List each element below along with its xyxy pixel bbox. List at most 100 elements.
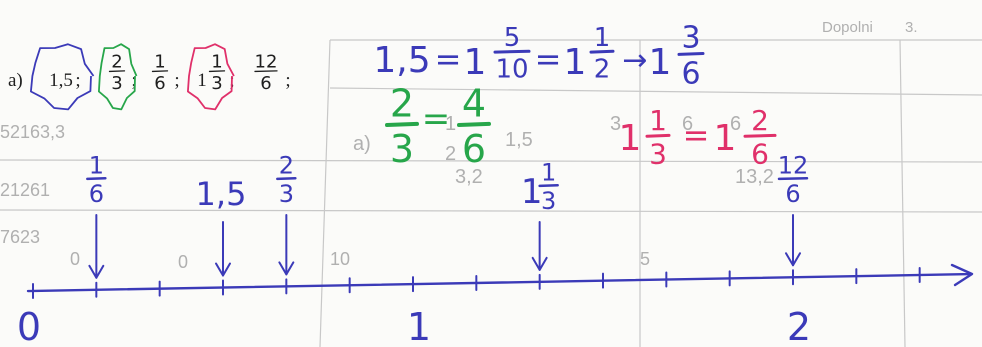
bg-number: 1: [445, 113, 456, 135]
fraction-numerator: 1: [89, 151, 104, 179]
bg-number: 6: [682, 113, 693, 135]
fraction-bar: [108, 70, 126, 73]
printed-fraction: 23: [108, 51, 126, 94]
fraction-denominator: 6: [681, 57, 700, 92]
bg-fragment: 7623: [0, 227, 40, 247]
background-rule: [319, 39, 331, 347]
background-table-lines: [0, 39, 982, 347]
fraction-numerator: 4: [462, 81, 486, 125]
green-fraction: 23: [385, 81, 419, 171]
marker-fraction: 16: [86, 151, 107, 208]
marker-arrowhead-icon: [215, 262, 231, 277]
marker-decimal: 1,5: [196, 175, 247, 213]
printed-separator: ;: [75, 70, 80, 91]
bg-number: 3,2: [455, 166, 483, 188]
fraction-denominator: 6: [462, 127, 486, 171]
fraction-numerator: 1: [649, 104, 667, 137]
marker-arrowhead-icon: [531, 256, 548, 271]
printed-fraction: 126: [254, 51, 278, 94]
number-line-marker: 1,5: [196, 175, 247, 277]
printed-mixed-fraction: 13: [208, 51, 226, 94]
fraction-numerator: 5: [504, 23, 521, 53]
bg-number: 2: [445, 143, 456, 165]
fraction-bar: [276, 176, 297, 181]
mixed-whole: 1: [464, 42, 487, 83]
equals-sign: =: [422, 99, 451, 139]
fraction-numerator: 1: [541, 158, 556, 186]
bg-number: 10: [330, 249, 350, 269]
printed-decimal: 1,5: [49, 70, 73, 91]
marker-arrowhead-icon: [88, 264, 105, 279]
printed-separator: ;: [174, 70, 179, 91]
fraction-bar: [645, 133, 671, 138]
fraction-bar: [457, 121, 491, 128]
fraction-bar: [538, 183, 559, 188]
fraction-numerator: 12: [255, 51, 278, 72]
bg-number: 0: [70, 249, 80, 269]
circle-green: [98, 43, 138, 111]
fraction-bar: [86, 176, 107, 181]
background-rule: [899, 39, 906, 347]
arrowhead-icon: [950, 263, 974, 287]
fraction-numerator: 2: [751, 104, 769, 137]
fraction-denominator: 6: [260, 73, 271, 94]
fraction-bar: [208, 70, 226, 73]
fraction-denominator: 6: [89, 180, 104, 208]
number-line-marker: 113: [521, 158, 559, 271]
bg-task-number: 3.: [905, 19, 918, 36]
fraction-bar: [677, 52, 705, 56]
task-row-label: a): [8, 70, 23, 91]
marker-mixed-fraction: 13: [538, 158, 559, 215]
fraction-bar: [777, 176, 809, 181]
marker-arrowhead-icon: [785, 252, 801, 267]
number-line-marker: 126: [777, 151, 809, 267]
equals-sign: =: [435, 40, 462, 78]
number-line-marker: 16: [86, 151, 107, 279]
bg-number: 3: [610, 113, 621, 135]
printed-mixed-whole: 1: [197, 70, 207, 91]
number-line-label: 1: [407, 305, 431, 347]
background-rule: [329, 87, 982, 96]
printed-fraction: 16: [151, 51, 169, 94]
number-line-label: 0: [17, 305, 41, 347]
fraction-numerator: 3: [681, 21, 700, 56]
fraction-bar: [493, 49, 531, 54]
fraction-denominator: 6: [751, 137, 769, 170]
fraction-denominator: 10: [495, 54, 528, 84]
marker-arrowhead-icon: [278, 261, 295, 276]
fraction-denominator: 3: [541, 187, 556, 215]
fraction-numerator: 1: [154, 51, 165, 72]
mixed-fraction: 510: [493, 23, 531, 84]
fraction-denominator: 2: [594, 54, 611, 84]
bg-number: 0: [178, 252, 188, 272]
background-rule: [0, 159, 982, 163]
fraction-numerator: 2: [390, 81, 414, 125]
mixed-fraction: 26: [743, 104, 777, 170]
fraction-numerator: 2: [279, 151, 294, 179]
equals-sign: =: [535, 40, 562, 78]
circle-pink: [187, 43, 235, 111]
marker-fraction: 23: [276, 151, 297, 208]
bg-fragment: 21261: [0, 180, 50, 200]
fraction-bar: [743, 133, 777, 138]
fraction-numerator: 1: [211, 51, 222, 72]
mixed-fraction: 36: [677, 21, 705, 92]
equation-green: 23=46: [385, 81, 491, 171]
fraction-denominator: 3: [279, 180, 294, 208]
fraction-denominator: 3: [111, 73, 122, 94]
fraction-bar: [151, 70, 169, 73]
fraction-bar: [254, 70, 278, 73]
bg-number: 6: [730, 113, 741, 135]
circle-blue: [30, 43, 95, 111]
mixed-fraction: 12: [589, 23, 615, 84]
number-line-label: 2: [787, 305, 811, 347]
green-fraction: 46: [457, 81, 491, 171]
fraction-numerator: 1: [594, 23, 611, 53]
bg-task-title: Dopolni: [822, 19, 873, 36]
equation-decimal: 1,5: [373, 40, 430, 81]
fraction-denominator: 6: [154, 73, 165, 94]
